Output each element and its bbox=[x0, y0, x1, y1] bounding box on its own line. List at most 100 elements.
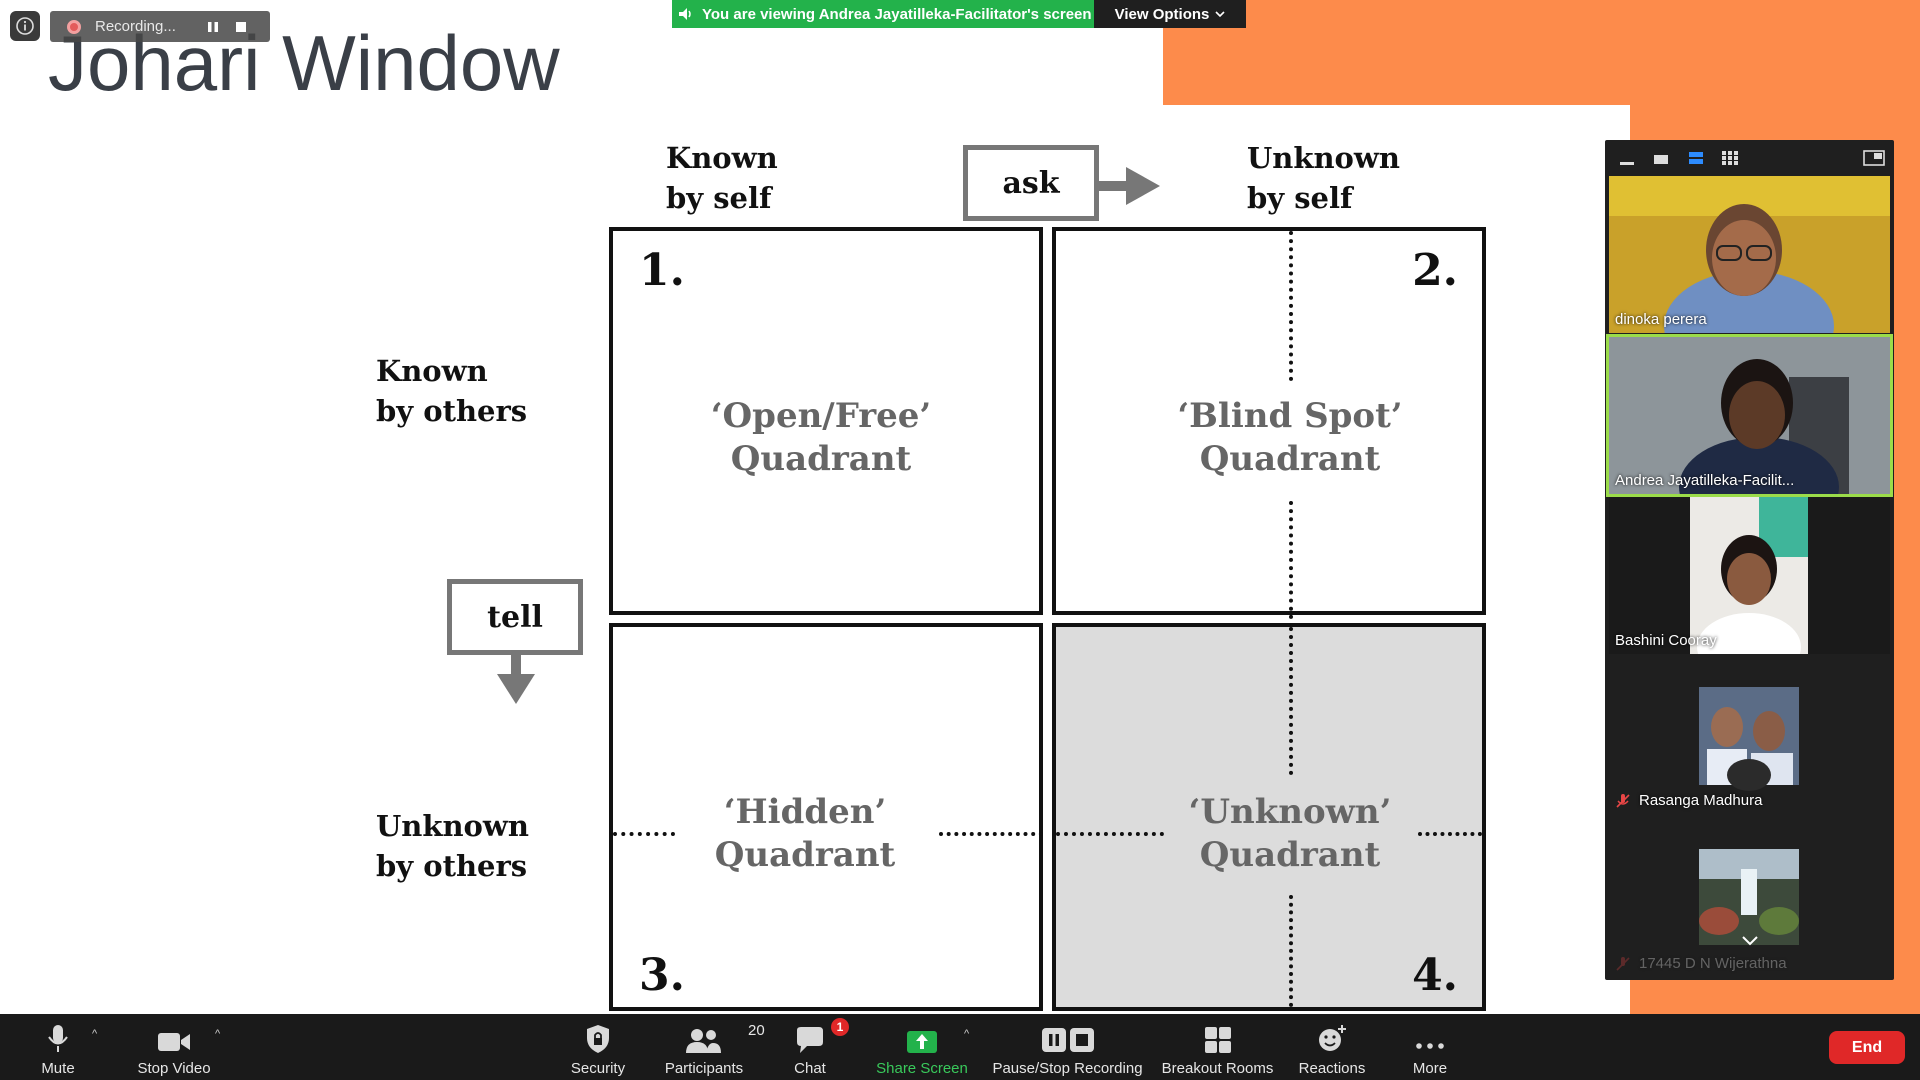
quadrant-name-unknown: ‘Unknown’ Quadrant bbox=[1120, 791, 1460, 877]
participant-name: Bashini Cooray bbox=[1615, 632, 1717, 649]
window-icon bbox=[1863, 150, 1885, 166]
participant-name: 17445 D N Wijerathna bbox=[1639, 955, 1787, 972]
row-label-unknown-line2: by others bbox=[376, 849, 528, 883]
stop-video-button[interactable]: Stop Video bbox=[130, 1014, 218, 1080]
participant-tile[interactable]: Rasanga Madhura bbox=[1609, 657, 1890, 814]
dotted-divider bbox=[1418, 832, 1482, 836]
pause-stop-recording-label: Pause/Stop Recording bbox=[992, 1060, 1143, 1077]
minimize-panel-button[interactable] bbox=[1617, 149, 1637, 167]
row-label-unknown-by-others: Unknown by others bbox=[376, 806, 529, 886]
column-label-known-by-self: Known by self bbox=[666, 138, 778, 218]
breakout-rooms-icon bbox=[1204, 1027, 1231, 1053]
quadrant-hidden: ‘Hidden’ Quadrant 3. bbox=[609, 623, 1043, 1011]
share-options-caret-icon[interactable]: ^ bbox=[964, 1028, 970, 1040]
chat-bubble-icon bbox=[797, 1027, 823, 1053]
quadrant-name-line2: Quadrant bbox=[1199, 835, 1381, 875]
column-label-unknown-by-self: Unknown by self bbox=[1247, 138, 1400, 218]
quadrant-number-2: 2. bbox=[1412, 245, 1458, 296]
quadrant-name-line2: Quadrant bbox=[1199, 439, 1381, 479]
participants-icon bbox=[686, 1029, 721, 1053]
quadrant-number-3: 3. bbox=[639, 950, 685, 1001]
mute-button[interactable]: Mute bbox=[28, 1014, 88, 1080]
participant-video bbox=[1609, 176, 1890, 333]
single-tile-icon bbox=[1654, 155, 1668, 164]
quadrant-name-line1: ‘Blind Spot’ bbox=[1177, 396, 1403, 436]
quadrant-number-1: 1. bbox=[639, 245, 685, 296]
participant-tile[interactable]: 17445 D N Wijerathna bbox=[1609, 817, 1890, 977]
participant-video bbox=[1609, 497, 1890, 654]
pause-recording-button[interactable] bbox=[203, 17, 223, 37]
gallery-panel: dinoka perera Andrea Jayatilleka-Facilit… bbox=[1605, 140, 1894, 980]
quadrant-name-line1: ‘Hidden’ bbox=[723, 792, 887, 832]
more-label: More bbox=[1412, 1060, 1448, 1077]
participant-name-row: 17445 D N Wijerathna bbox=[1615, 955, 1787, 972]
dotted-divider bbox=[613, 832, 675, 836]
pause-icon bbox=[208, 21, 218, 32]
exit-panel-view-button[interactable] bbox=[1863, 149, 1885, 167]
participant-name: Rasanga Madhura bbox=[1639, 792, 1763, 809]
chevron-down-icon bbox=[1215, 11, 1225, 18]
dotted-divider bbox=[1289, 895, 1293, 1007]
meeting-info-button[interactable] bbox=[10, 11, 40, 41]
column-label-unknown-line2: by self bbox=[1247, 181, 1353, 215]
ask-arrow-icon bbox=[1098, 167, 1160, 205]
view-options-label: View Options bbox=[1114, 5, 1210, 23]
reactions-label: Reactions bbox=[1298, 1060, 1366, 1077]
gallery-panel-toolbar bbox=[1605, 140, 1894, 176]
participants-count: 20 bbox=[748, 1022, 765, 1039]
share-screen-icon bbox=[907, 1031, 937, 1053]
security-label: Security bbox=[570, 1060, 626, 1077]
column-label-unknown-line1: Unknown bbox=[1247, 141, 1400, 175]
quadrant-name-open-free: ‘Open/Free’ Quadrant bbox=[651, 395, 991, 481]
recording-label: Recording... bbox=[95, 18, 176, 35]
security-button[interactable]: Security bbox=[563, 1014, 633, 1080]
quadrant-name-line1: ‘Unknown’ bbox=[1188, 792, 1392, 832]
participants-button[interactable]: 20 Participants bbox=[660, 1014, 765, 1080]
dotted-divider bbox=[1289, 231, 1293, 381]
video-options-caret-icon[interactable]: ^ bbox=[215, 1028, 221, 1040]
participant-name: dinoka perera bbox=[1615, 311, 1707, 328]
breakout-rooms-label: Breakout Rooms bbox=[1161, 1060, 1274, 1077]
scroll-down-chevron-icon[interactable] bbox=[1741, 935, 1759, 947]
reactions-button[interactable]: Reactions bbox=[1290, 1014, 1374, 1080]
participant-tile[interactable]: dinoka perera bbox=[1609, 176, 1890, 333]
view-options-button[interactable]: View Options bbox=[1094, 0, 1246, 28]
grid-icon bbox=[1722, 151, 1738, 165]
viewing-screen-banner: You are viewing Andrea Jayatilleka-Facil… bbox=[672, 0, 1094, 28]
share-screen-button[interactable]: Share Screen bbox=[872, 1014, 972, 1080]
quadrant-name-line2: Quadrant bbox=[714, 835, 896, 875]
dotted-divider bbox=[1289, 627, 1293, 775]
column-label-known-line1: Known bbox=[666, 141, 778, 175]
stop-recording-button[interactable] bbox=[231, 17, 251, 37]
participant-tile-active[interactable]: Andrea Jayatilleka-Facilit... bbox=[1606, 334, 1893, 497]
participant-avatar-photo bbox=[1609, 817, 1890, 977]
column-label-known-line2: by self bbox=[666, 181, 772, 215]
pause-stop-recording-button[interactable]: Pause/Stop Recording bbox=[990, 1014, 1145, 1080]
end-meeting-button[interactable]: End bbox=[1829, 1031, 1905, 1064]
participant-name: Andrea Jayatilleka-Facilit... bbox=[1615, 472, 1795, 489]
chat-unread-badge: 1 bbox=[831, 1018, 849, 1036]
more-button[interactable]: More bbox=[1400, 1014, 1460, 1080]
audio-options-caret-icon[interactable]: ^ bbox=[92, 1028, 98, 1040]
mute-label: Mute bbox=[41, 1060, 75, 1077]
dotted-divider bbox=[939, 832, 1043, 836]
tell-box: tell bbox=[447, 579, 583, 655]
gallery-grid-button[interactable] bbox=[1720, 149, 1740, 167]
quadrant-open-free: 1. ‘Open/Free’ Quadrant bbox=[609, 227, 1043, 615]
pause-stop-recording-icon bbox=[1041, 1028, 1094, 1052]
shield-icon bbox=[587, 1025, 609, 1053]
more-dots-icon bbox=[1416, 1043, 1444, 1049]
strip-view-button[interactable] bbox=[1686, 149, 1706, 167]
speaker-view-button[interactable] bbox=[1651, 149, 1671, 167]
participant-tile[interactable]: Bashini Cooray bbox=[1609, 497, 1890, 654]
breakout-rooms-button[interactable]: Breakout Rooms bbox=[1155, 1014, 1280, 1080]
muted-mic-icon bbox=[1616, 956, 1630, 971]
speaker-icon bbox=[679, 8, 691, 20]
participants-label: Participants bbox=[664, 1060, 744, 1077]
participant-name-row: Rasanga Madhura bbox=[1615, 792, 1762, 809]
chat-button[interactable]: 1 Chat bbox=[780, 1014, 849, 1080]
smiley-icon bbox=[1319, 1025, 1346, 1051]
video-camera-icon bbox=[158, 1033, 190, 1051]
minimize-icon bbox=[1620, 162, 1634, 165]
participant-video bbox=[1609, 337, 1890, 494]
